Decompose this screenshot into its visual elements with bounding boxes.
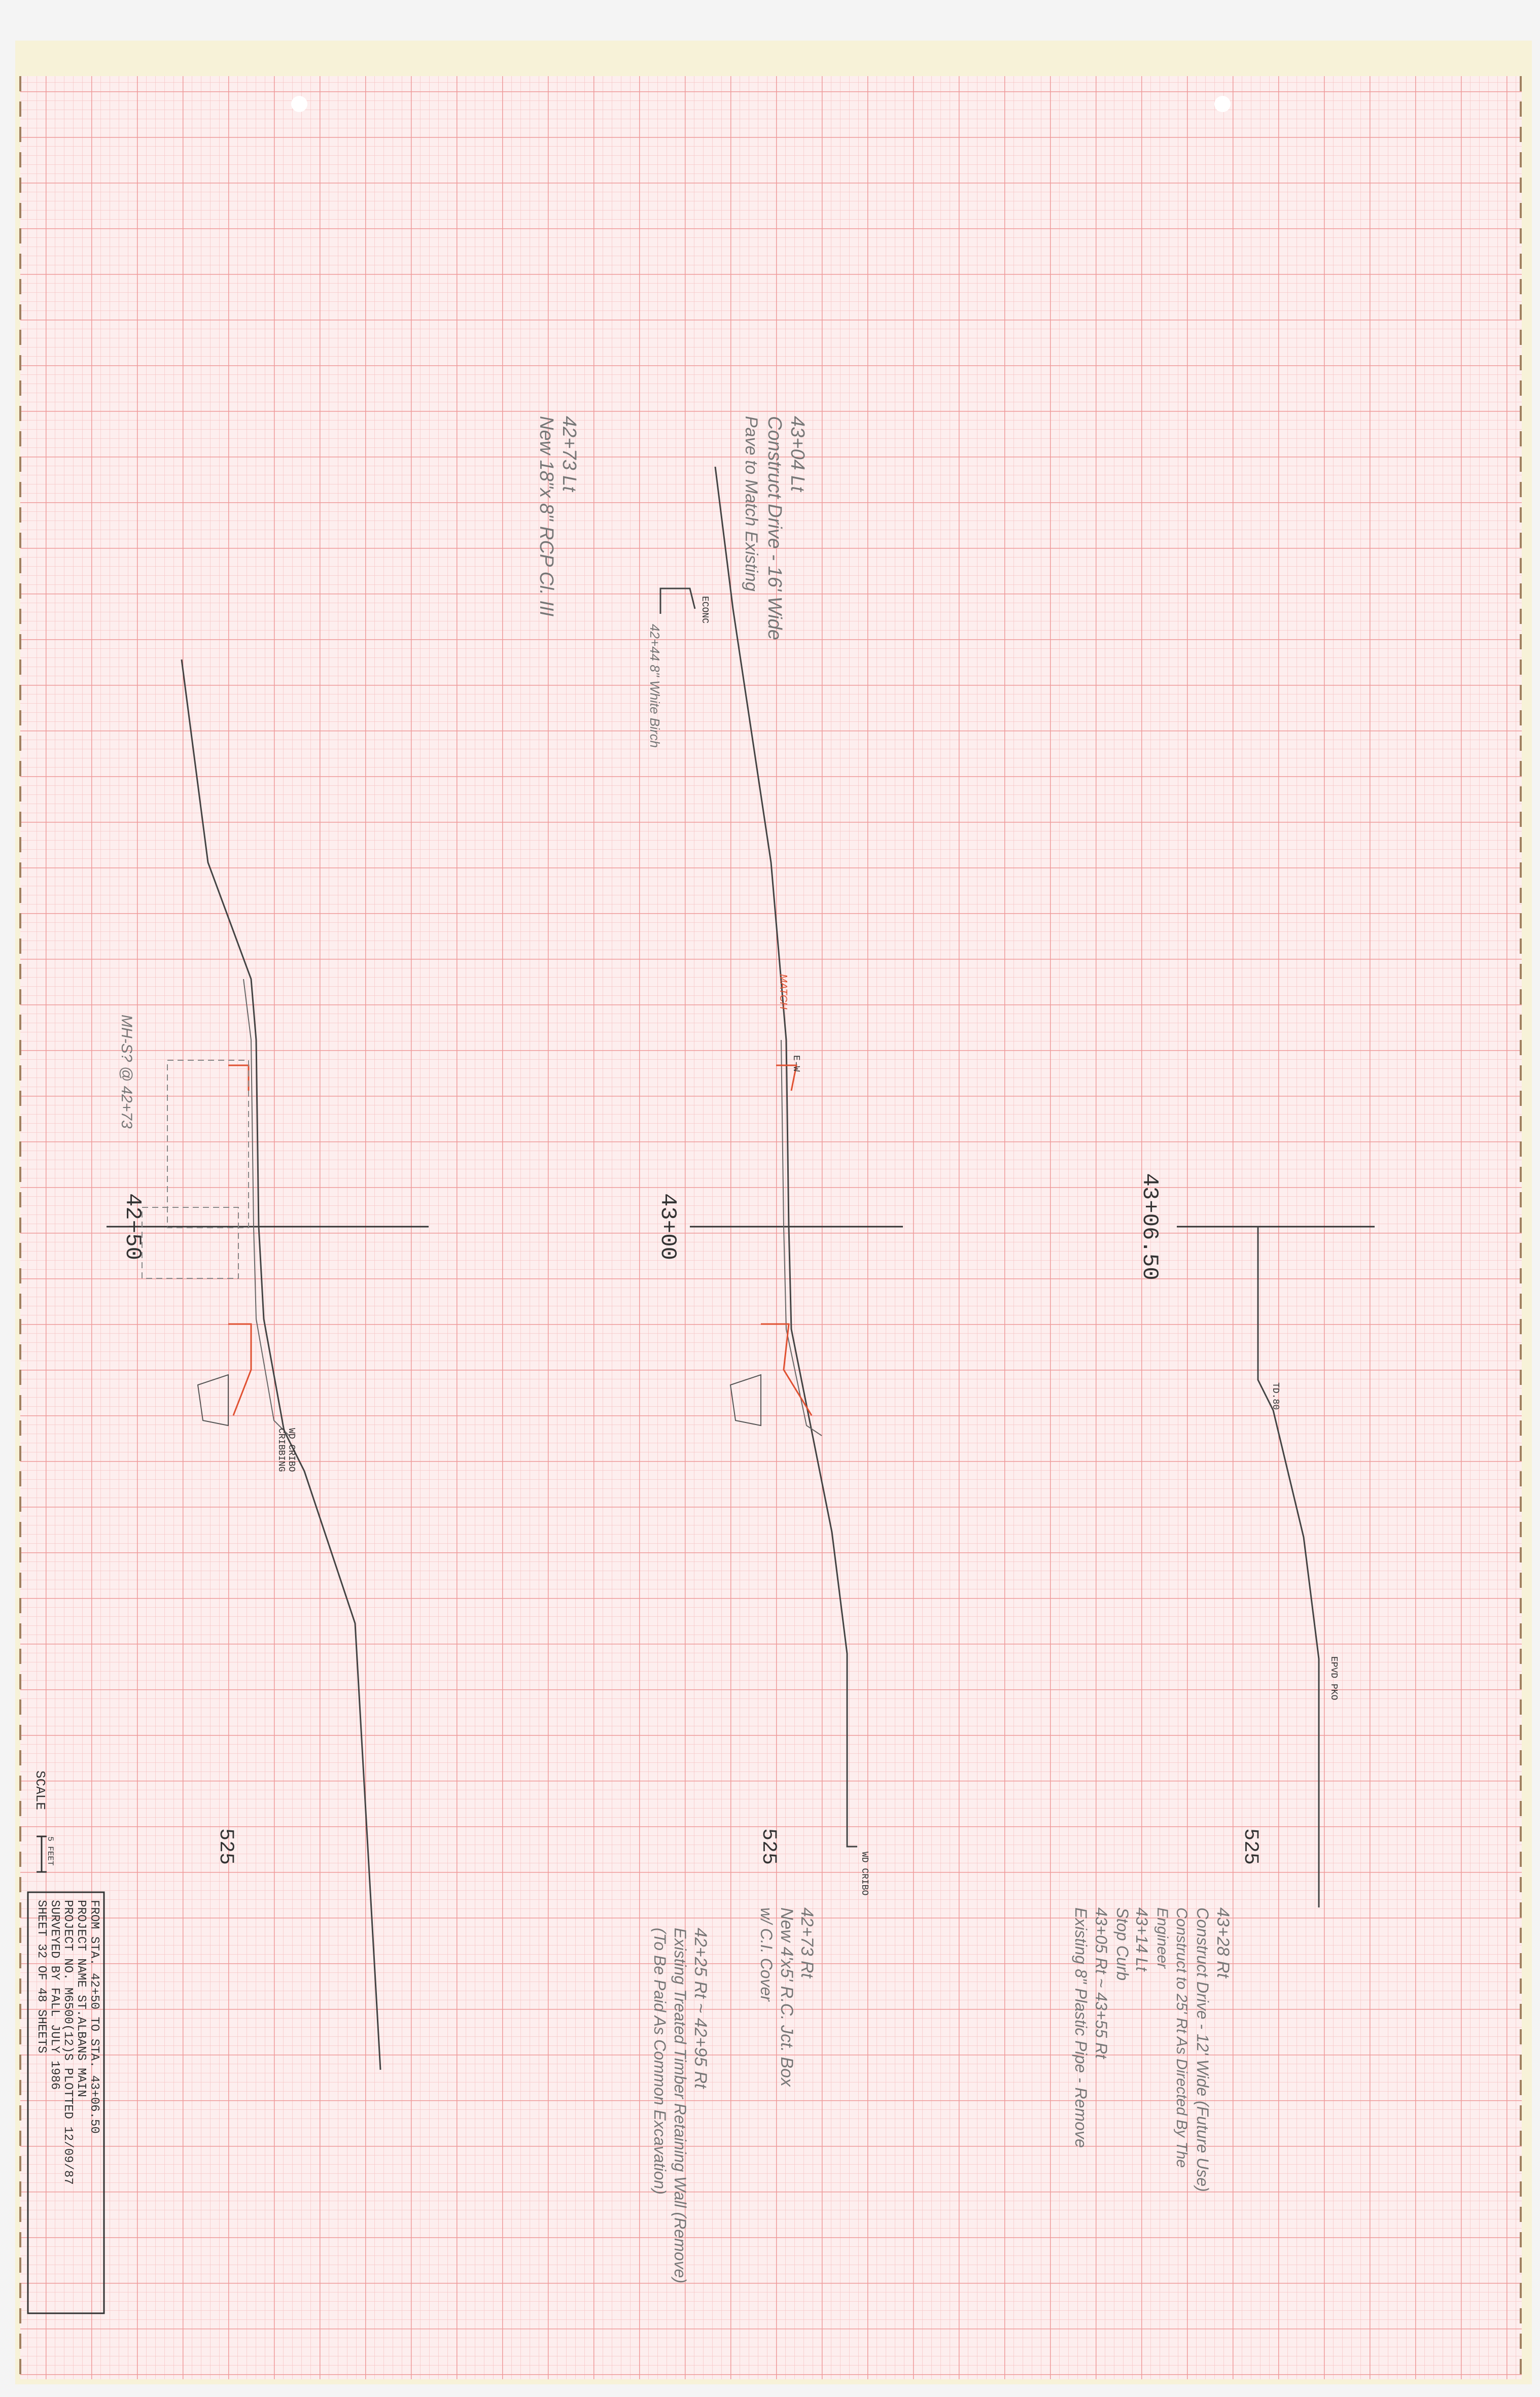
retaining-wall-43-00 xyxy=(729,1374,761,1427)
note-43-28-rt-l4: Engineer xyxy=(1154,1907,1171,1969)
ground-profile-42-50 xyxy=(181,659,381,2070)
retaining-wall-42-50 xyxy=(197,1374,229,1427)
note-43-04-lt-l3: Pave to Match Existing xyxy=(742,416,761,592)
note-43-04-lt-l1: 43+04 Lt xyxy=(787,416,808,492)
label-wd-cribo-1: WD CRIBO xyxy=(286,1428,296,1472)
elevation-43-06-50: 525 xyxy=(1239,1828,1262,1865)
note-43-28-rt-l2: Construct Drive - 12' Wide (Future Use) xyxy=(1194,1907,1212,2192)
note-42-73-rt-l1: 42+73 Rt xyxy=(797,1907,817,1978)
elevation-42-50: 525 xyxy=(214,1828,237,1865)
scale-label: SCALE xyxy=(32,1770,48,1810)
grid xyxy=(20,76,1522,2379)
note-43-05-rt-l2: Existing 8" Plastic Pipe - Remove xyxy=(1072,1907,1090,2148)
scale-bar: SCALE 5 FEET xyxy=(32,1770,55,1873)
title-block-frame xyxy=(27,1891,105,2314)
notes-upper: 42+73 Lt New 18"x 8" RCP Cl. III 43+04 L… xyxy=(536,416,808,640)
note-42-25-rt-l1: 42+25 Rt ~ 42+95 Rt xyxy=(691,1928,710,2089)
title-line-3: PROJECT NO. M6500(12)S PLOTTED 12/09/87 xyxy=(61,1900,75,2185)
label-wd-cribo-2: WD CRIBO xyxy=(859,1852,869,1895)
label-econc: ECONC xyxy=(699,596,710,623)
proposed-profile-43-00 xyxy=(781,1039,822,1436)
title-line-1: FROM STA. 42+50 TO STA. 43+06.50 xyxy=(87,1900,101,2134)
note-43-28-rt-l1: 43+28 Rt xyxy=(1213,1907,1233,1978)
section-43-06-50: 43+06.50 525 TD.80 EPVD PKO xyxy=(1137,1173,1375,1907)
ground-profile-43-00 xyxy=(714,466,857,1848)
scale-value: 5 FEET xyxy=(46,1836,55,1866)
label-epvd-pko: EPVD PKO xyxy=(1328,1656,1339,1700)
label-e-w: E-W xyxy=(791,1055,801,1072)
section-43-00: 43+00 525 ECONC E-W WD CRIBO 42+44 8" Wh… xyxy=(647,466,903,1895)
note-42-73-rt-l3: w/ C.I. Cover xyxy=(757,1907,776,2002)
red-markup-42-50b xyxy=(228,1323,252,1416)
note-42-25-rt-l3: (To Be Paid As Common Excavation) xyxy=(651,1928,669,2195)
note-43-04-lt-l2: Construct Drive - 16' Wide xyxy=(764,416,785,640)
proposed-profile-42-50 xyxy=(243,979,290,1436)
punch-hole-left xyxy=(291,96,307,112)
red-markup-43-00b xyxy=(761,1323,813,1416)
note-43-28-rt-l3: Construct to 25' Rt As Directed By The xyxy=(1173,1907,1190,2168)
section-42-50: 42+50 525 WD CRIBO CRIBBING MH-S? @ 42+7… xyxy=(107,659,429,2070)
red-markup-43-00a xyxy=(776,1064,797,1091)
notes-lower: 42+25 Rt ~ 42+95 Rt Existing Treated Tim… xyxy=(651,1907,1233,2283)
elevation-43-00: 525 xyxy=(757,1828,780,1865)
note-match: MATCH xyxy=(778,974,789,1010)
note-43-05-rt-l1: 43+05 Rt ~ 43+55 Rt xyxy=(1092,1907,1110,2059)
note-bench: 42+44 8" White Birch xyxy=(647,624,662,748)
note-42-25-rt-l2: Existing Treated Timber Retaining Wall (… xyxy=(671,1928,689,2283)
note-42-73-rt-l2: New 4'x5' R.C. Jct. Box xyxy=(777,1907,796,2087)
ground-profile-43-06-50 xyxy=(1257,1227,1320,1907)
station-42-50: 42+50 xyxy=(120,1193,145,1260)
label-mh-note: MH-S? @ 42+73 xyxy=(118,1015,135,1129)
note-43-14-lt-l1: 43+14 Lt xyxy=(1133,1907,1151,1972)
title-line-5: SHEET 32 OF 48 SHEETS xyxy=(34,1900,48,2053)
title-line-4: SURVEYED BY FALL JULY 1986 xyxy=(48,1900,61,2090)
existing-box-dashed xyxy=(142,1207,239,1279)
note-42-73-lt-l2: New 18"x 8" RCP Cl. III xyxy=(536,416,557,617)
title-block: FROM STA. 42+50 TO STA. 43+06.50 PROJECT… xyxy=(27,1891,105,2314)
punch-hole-right xyxy=(1214,96,1231,112)
station-43-00: 43+00 xyxy=(655,1193,680,1260)
note-43-14-lt-l2: Stop Curb xyxy=(1113,1907,1132,1981)
station-43-06-50: 43+06.50 xyxy=(1137,1173,1162,1280)
title-line-2: PROJECT NAME ST.ALBANS MAIN xyxy=(74,1900,88,2097)
existing-structure-dashed xyxy=(167,1060,249,1228)
label-td-80: TD.80 xyxy=(1270,1382,1280,1410)
label-cribbing: CRIBBING xyxy=(276,1428,286,1472)
note-42-73-lt-l1: 42+73 Lt xyxy=(558,416,580,492)
econc-marker xyxy=(659,587,696,614)
